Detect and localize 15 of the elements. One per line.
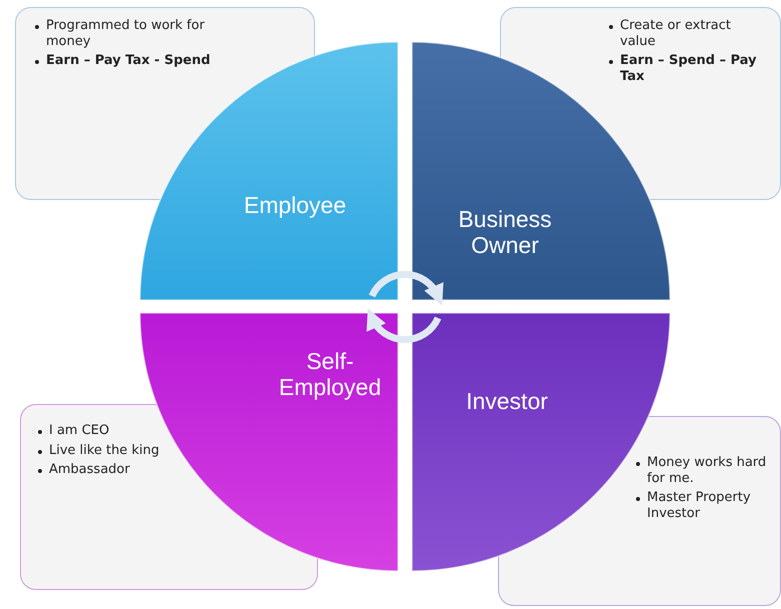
bullet-text: Master Property Investor [647,490,751,521]
quadrant-label: Self-Employed [278,348,382,401]
bullet-text: I am CEO [49,423,110,438]
bullet-text: Earn – Pay Tax - Spend [46,53,210,68]
cycle-arrow [367,308,442,344]
cycle-arrow [368,270,443,306]
bullet-text: Ambassador [49,462,130,478]
bullet-text: Money works hard for me. [647,455,766,486]
quadrant-label: Investor [465,388,549,414]
bullet-text: Create or extract value [620,18,731,49]
bullet-text: Earn – Spend – Pay Tax [620,53,756,84]
quadrant-label: Business Owner [457,206,553,259]
bullet-text: Live like the king [49,442,160,458]
quadrant-label: Employee [242,192,348,218]
bullet-text: Programmed to work for money [46,18,205,49]
